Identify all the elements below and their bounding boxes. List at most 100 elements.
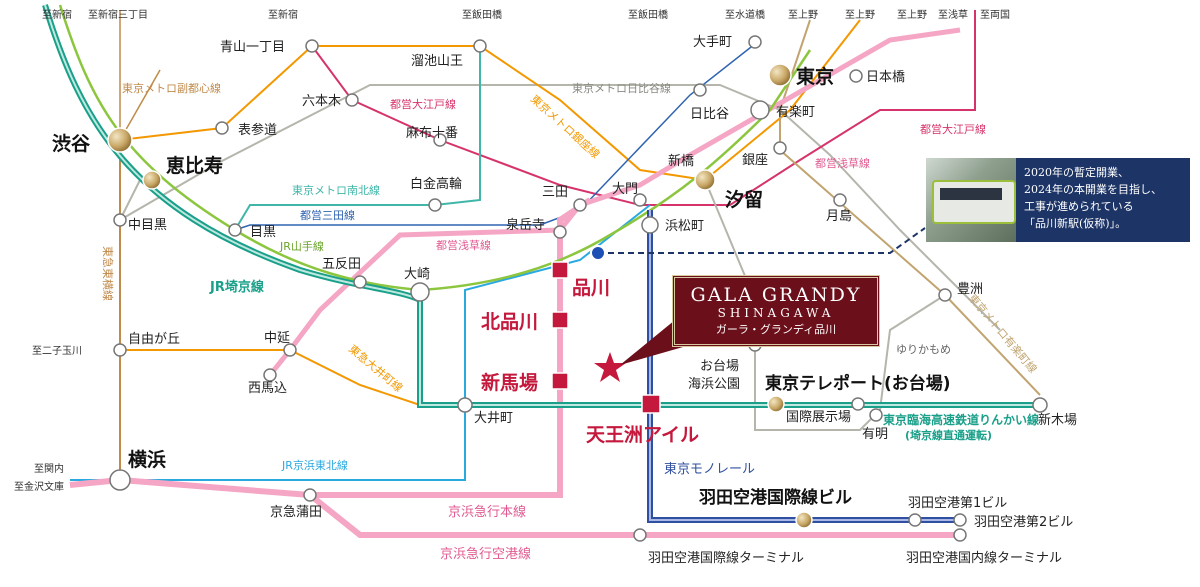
dest-label: 至浅草 [938, 8, 968, 21]
tameike-marker[interactable] [473, 39, 487, 53]
station-label: 新橋 [668, 153, 694, 169]
hibiya-line-b [119, 161, 221, 221]
station-label: 羽田空港国際線ターミナル [648, 550, 804, 566]
line-label-yurikamome: ゆりかもめ [896, 343, 951, 356]
tennozu-marker[interactable] [641, 394, 661, 414]
toyosu-marker[interactable] [938, 288, 952, 302]
dest-label: 至新宿三丁目 [88, 8, 148, 21]
oimachi-marker[interactable] [457, 397, 473, 413]
haneda1-marker[interactable] [908, 513, 922, 527]
property-sub-en: SHINAGAWA [717, 306, 835, 320]
line-label-hibiya: 東京メトロ日比谷線 [572, 81, 671, 95]
hibiya-marker[interactable] [693, 83, 707, 97]
station-label: 京急蒲田 [270, 505, 322, 520]
shinkiba-marker[interactable] [1032, 397, 1048, 413]
keikyukamata-marker[interactable] [303, 488, 317, 502]
meguro-marker[interactable] [228, 223, 242, 237]
dest-label: 至飯田橋 [628, 8, 668, 21]
haneda-dom-term-marker[interactable] [953, 528, 967, 542]
jiyugaoka-marker[interactable] [113, 343, 127, 357]
gotanda-marker[interactable] [353, 275, 367, 289]
station-label: 羽田空港第1ビル [908, 496, 1007, 511]
nihonbashi-marker[interactable] [849, 69, 863, 83]
nakameguro-marker[interactable] [113, 213, 127, 227]
dest-label: 至両国 [980, 9, 1010, 21]
station-label: 麻布十番 [406, 126, 458, 141]
station-label-tennozu: 天王洲アイル [586, 424, 699, 446]
station-label: 日比谷 [690, 107, 729, 122]
new-station-marker[interactable] [590, 245, 606, 261]
haneda-intl-term-marker[interactable] [633, 528, 647, 542]
teleport-marker[interactable] [767, 395, 785, 413]
station-label: 青山一丁目 [220, 40, 285, 55]
station-label: 白金高輪 [410, 176, 462, 192]
daimon-marker[interactable] [633, 193, 647, 207]
omotesando-marker[interactable] [215, 121, 229, 135]
yurakucho-line [779, 19, 1041, 396]
keihintohoku-line [70, 204, 651, 481]
station-label: 大門 [612, 182, 638, 197]
station-label-tokyo: 東京 [796, 65, 834, 88]
line-label-monorail: 東京モノレール [664, 461, 755, 477]
station-label: 中延 [264, 331, 290, 346]
station-label: 泉岳寺 [506, 217, 545, 233]
new-station-note: 2020年の暫定開業、 2024年の本開業を目指し、 工事が進められている 「品… [1016, 158, 1190, 242]
fukutoshin-line [119, 10, 161, 141]
aoyama-marker[interactable] [305, 39, 319, 53]
line-label-keihintohoku: JR京浜東北線 [281, 458, 348, 472]
station-labels: 渋谷 恵比寿 東京 汐留 品川 北品川 新馬場 天王洲アイル 横浜 東京テレポー… [52, 35, 1077, 566]
azabu-marker[interactable] [433, 133, 447, 147]
hamamatsucho-marker[interactable] [641, 216, 659, 234]
kitashinagawa-marker[interactable] [551, 311, 569, 329]
shirokane-marker[interactable] [428, 198, 442, 212]
dest-label: 至上野 [897, 9, 927, 21]
station-label-shinbanba: 新馬場 [481, 371, 538, 394]
line-label-oedo: 都営大江戸線 [920, 122, 986, 136]
property-box[interactable]: GALA GRANDY SHINAGAWA ガーラ・グランディ品川 [672, 275, 880, 347]
shiodome-marker[interactable] [694, 169, 716, 191]
dest-label: 至金沢文庫 [14, 480, 64, 493]
shinagawa-marker[interactable] [551, 261, 569, 279]
nakanobu-marker[interactable] [283, 343, 297, 357]
mita-marker[interactable] [573, 198, 587, 212]
tokyo-marker[interactable] [768, 63, 792, 87]
shinbanba-marker[interactable] [551, 372, 569, 390]
otemachi-marker[interactable] [748, 35, 762, 49]
haneda-intl-bldg-marker[interactable] [795, 511, 813, 529]
station-label: 豊洲 [957, 282, 983, 297]
osaki-marker[interactable] [410, 282, 430, 302]
asakusa-line [268, 27, 961, 377]
station-label-ebisu: 恵比寿 [166, 154, 223, 177]
tsukishima-marker[interactable] [833, 193, 847, 207]
ginza-marker[interactable] [773, 141, 787, 155]
kokusai-marker[interactable] [851, 397, 865, 411]
line-label-fukutoshin: 東京メトロ副都心線 [122, 81, 221, 95]
mita-line [234, 39, 761, 231]
shibuya-marker[interactable] [107, 127, 133, 153]
station-label: 有明 [862, 427, 888, 442]
sengakuji-marker[interactable] [553, 225, 567, 239]
yurakucho-marker[interactable] [750, 100, 770, 120]
line-label-keikyu-main: 京浜急行本線 [448, 504, 526, 520]
station-label: 大井町 [474, 411, 513, 426]
station-label: 月島 [826, 209, 852, 224]
line-label-oimachi: 東急大井町線 [346, 342, 406, 395]
station-label: 目黒 [250, 225, 276, 240]
station-label: 三田 [542, 185, 568, 200]
line-label-rinkai-sub: (埼京線直通運転) [905, 428, 992, 442]
station-label: 溜池山王 [411, 54, 463, 69]
roppongi-marker[interactable] [345, 93, 359, 107]
dest-label: 至水道橋 [725, 8, 765, 21]
ebisu-marker[interactable] [142, 170, 162, 190]
dest-label: 至二子玉川 [32, 345, 82, 357]
property-star-icon[interactable] [594, 352, 626, 382]
nishimagome-marker[interactable] [263, 368, 277, 382]
station-label: 中目黒 [128, 218, 167, 233]
ariake-marker[interactable] [869, 408, 883, 422]
monorail-line-inner [649, 210, 960, 521]
gold-markers [107, 63, 813, 529]
haneda2-marker[interactable] [953, 513, 967, 527]
yokohama-marker[interactable] [109, 469, 131, 491]
note-line: 2024年の本開業を目指し、 [1024, 183, 1162, 196]
